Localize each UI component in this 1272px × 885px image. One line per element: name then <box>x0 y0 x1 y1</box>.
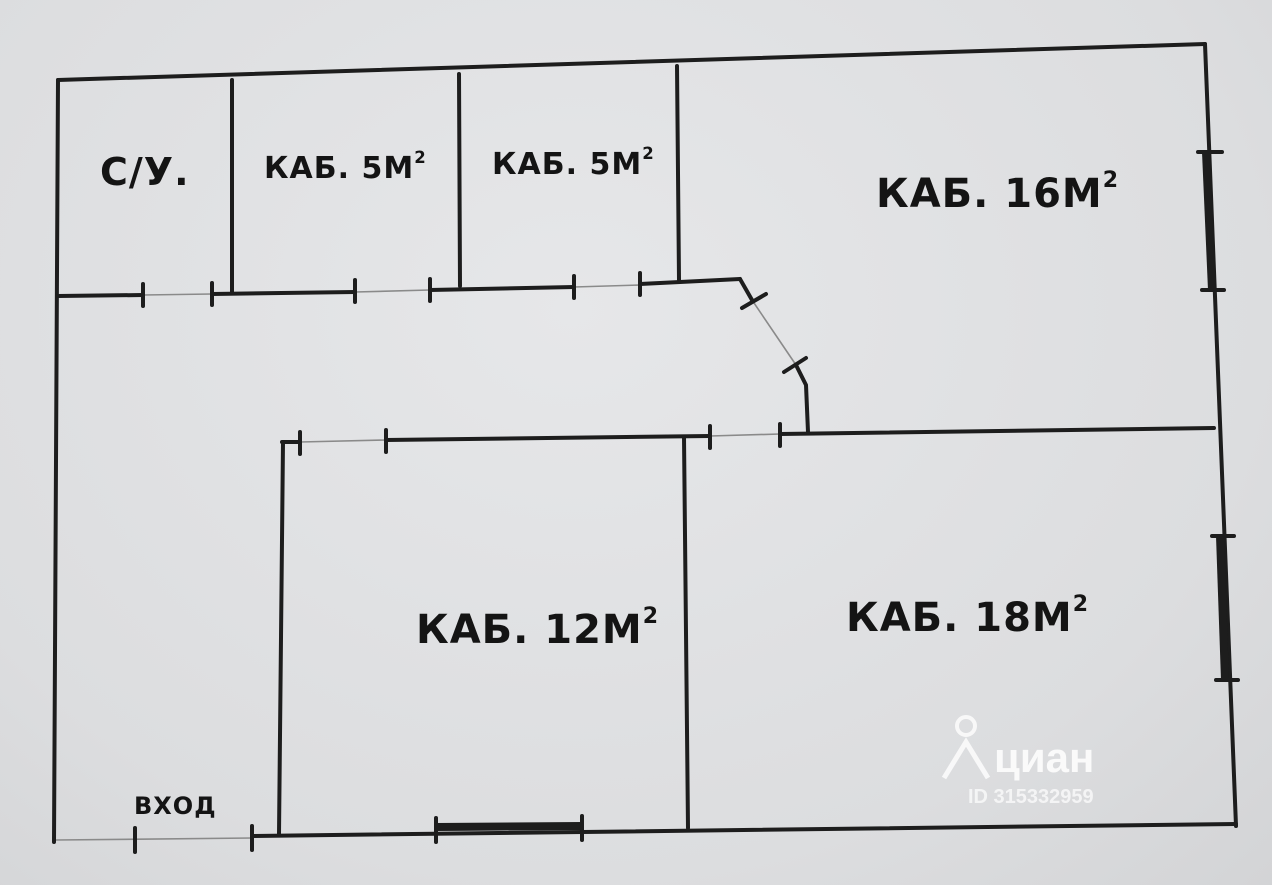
area-unit-superscript: 2 <box>642 604 660 629</box>
outer-wall-left <box>52 78 60 844</box>
entrance-opening <box>55 837 253 841</box>
window-right-upper <box>1202 151 1216 291</box>
room-label-text: КАБ. 18М <box>846 594 1073 641</box>
door-opening <box>299 439 387 443</box>
room-label-text: КАБ. 5М <box>264 150 415 186</box>
door-opening <box>142 293 213 296</box>
corridor-wall-top <box>56 293 145 298</box>
watermark-brand: циан <box>994 734 1095 781</box>
door-opening-diagonal <box>751 299 797 366</box>
watermark-id: ID 315332959 <box>968 786 1094 808</box>
diagonal-wall <box>738 277 754 302</box>
wall-corridor-office12 <box>277 440 285 836</box>
room-label-office-16: КАБ. 16М2 <box>876 168 1119 217</box>
wall-office5a-office5b <box>457 72 462 288</box>
door-mark <box>782 356 808 374</box>
entrance-label-text: ВХОД <box>134 792 217 820</box>
room-label-office-12: КАБ. 12М2 <box>416 604 659 653</box>
outer-wall-top <box>56 42 1207 82</box>
wall-office12-office18 <box>682 435 690 830</box>
door-opening <box>354 289 431 293</box>
area-unit-superscript: 2 <box>1072 592 1090 617</box>
area-unit-superscript: 2 <box>642 144 655 163</box>
area-unit-superscript: 2 <box>1102 168 1120 193</box>
window-right-lower <box>1216 535 1229 681</box>
wall-office12-top <box>384 434 712 442</box>
diagonal-wall <box>794 363 810 434</box>
wall-office5b-office16 <box>675 64 681 282</box>
corridor-wall-top <box>638 277 742 286</box>
room-label-office-18: КАБ. 18М2 <box>846 592 1089 641</box>
room-label-text: КАБ. 5М <box>492 146 643 182</box>
door-opening <box>573 284 641 288</box>
window-bottom <box>435 822 583 831</box>
area-unit-superscript: 2 <box>414 148 427 167</box>
room-label-office-5a: КАБ. 5М2 <box>264 148 427 186</box>
room-label-text: С/У. <box>100 150 190 194</box>
corridor-wall-top <box>210 290 357 296</box>
room-label-text: КАБ. 16М <box>876 170 1103 217</box>
room-label-text: КАБ. 12М <box>416 606 643 653</box>
door-mark <box>740 292 768 310</box>
door-opening <box>709 433 781 437</box>
entrance-label: ВХОД <box>134 792 217 820</box>
wall-office16-office18 <box>778 426 1216 436</box>
corridor-wall-top <box>428 285 576 292</box>
outer-wall-bottom <box>250 822 1238 838</box>
room-label-office-5b: КАБ. 5М2 <box>492 144 655 182</box>
room-label-wc: С/У. <box>100 150 190 194</box>
watermark-icon <box>941 715 991 780</box>
